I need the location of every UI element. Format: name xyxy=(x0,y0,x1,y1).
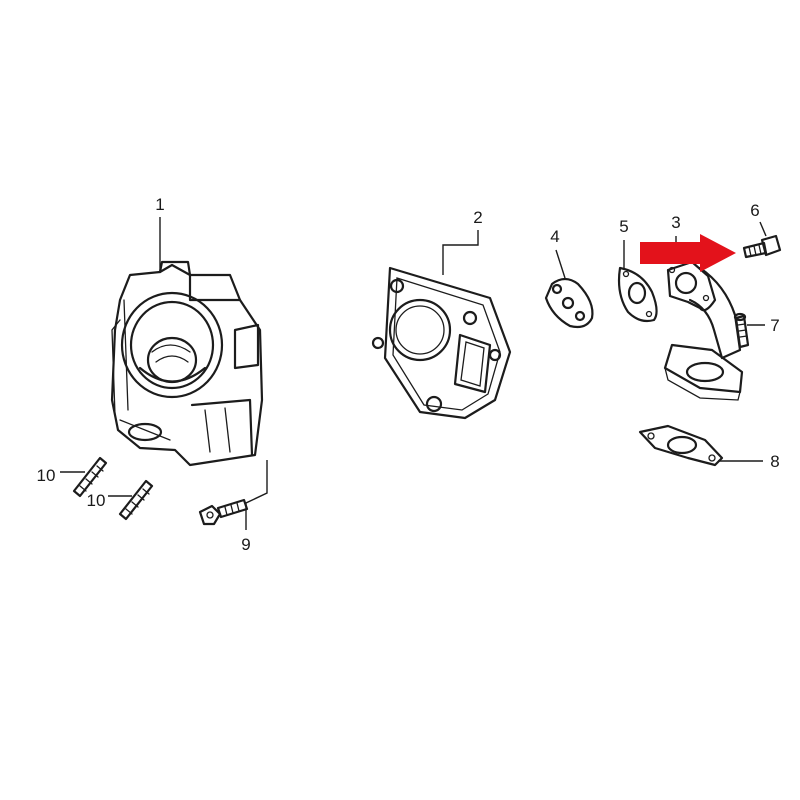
leader-line-9 xyxy=(245,460,268,530)
callout-label-6: 6 xyxy=(750,201,759,220)
cylinder-head-part xyxy=(110,260,264,467)
leader-line-2 xyxy=(442,230,479,275)
callout-label-10a: 10 xyxy=(37,466,56,485)
stud-part-a xyxy=(72,456,108,498)
callout-label-1: 1 xyxy=(155,195,164,214)
flange-bolt-part xyxy=(742,234,782,259)
stud-part-b xyxy=(118,479,154,521)
callout-label-10b: 10 xyxy=(87,491,106,510)
head-gasket-part xyxy=(371,266,512,420)
intake-gasket-part xyxy=(617,266,658,323)
callout-label-3: 3 xyxy=(671,213,680,232)
callout-label-2: 2 xyxy=(473,208,482,227)
red-arrow-icon xyxy=(640,234,736,272)
callout-label-8: 8 xyxy=(770,452,779,471)
exhaust-gasket-part xyxy=(638,424,724,467)
callout-label-9: 9 xyxy=(241,535,250,554)
stud-bolt-part xyxy=(733,312,750,349)
leader-line-6 xyxy=(759,221,767,237)
callout-label-5: 5 xyxy=(619,217,628,236)
callout-label-4: 4 xyxy=(550,227,559,246)
bolt-part xyxy=(198,498,249,526)
intake-manifold-part xyxy=(663,260,744,401)
insulator-part xyxy=(544,277,594,329)
leader-line-4 xyxy=(555,249,566,279)
callout-label-7: 7 xyxy=(770,316,779,335)
